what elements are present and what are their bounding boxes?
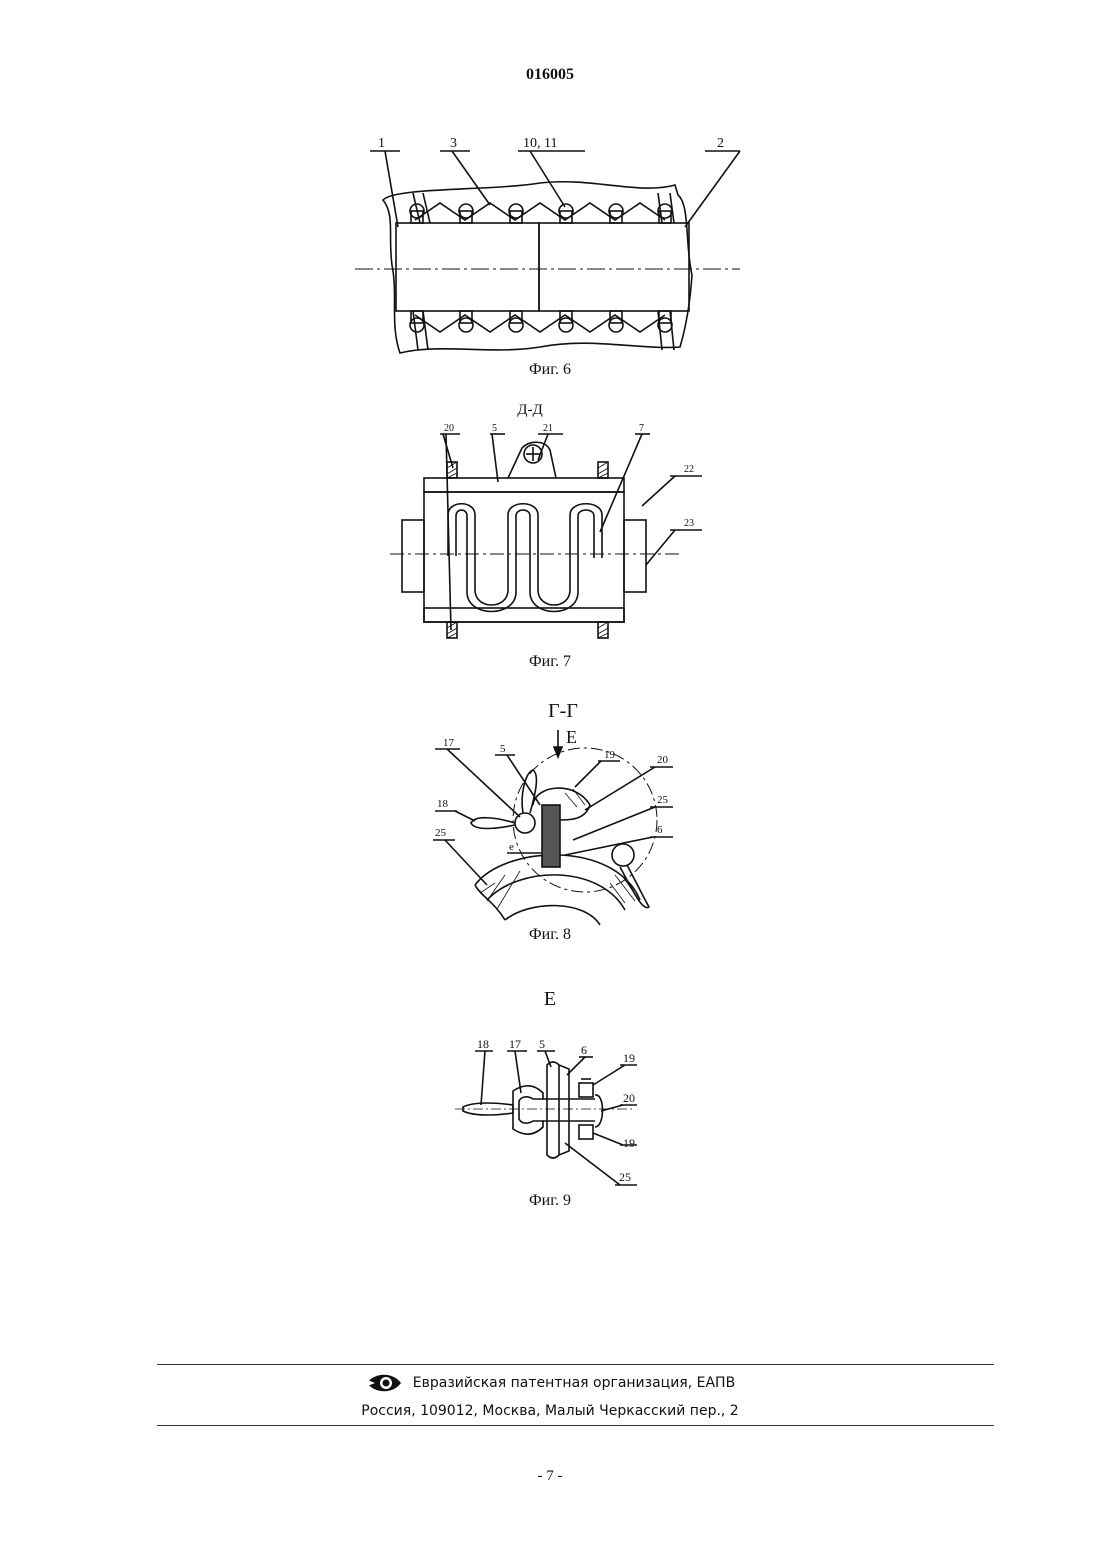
fig8-view-mark-e: Е: [566, 727, 577, 747]
fig8-label-25-left: 25: [435, 827, 447, 839]
fig9-label-18: 18: [477, 1037, 489, 1051]
fig8-label-20: 20: [657, 754, 669, 766]
fig6-label-2: 2: [717, 136, 724, 151]
fig7-label-22: 22: [684, 464, 694, 475]
footer-top-rule: [157, 1364, 994, 1365]
fig9-label-17: 17: [509, 1037, 521, 1051]
fig9-label-20: 20: [623, 1091, 635, 1105]
figure-7-drawing: 20 5 21 7 22 23: [380, 420, 700, 655]
fig6-label-3: 3: [450, 136, 457, 151]
fig9-label-5: 5: [539, 1037, 545, 1051]
fig8-label-5: 5: [500, 743, 506, 755]
figure-7-caption: Фиг. 7: [450, 653, 650, 671]
footer-bottom-rule: [157, 1425, 994, 1426]
figure-9-section-label: Е: [490, 988, 610, 1011]
footer-organization-line: Евразийская патентная организация, ЕАПВ: [0, 1373, 1100, 1393]
fig9-label-25: 25: [619, 1170, 631, 1184]
figure-8-caption: Фиг. 8: [450, 926, 650, 944]
fig7-label-20: 20: [444, 423, 454, 434]
eapo-eye-logo-icon: [365, 1373, 403, 1393]
fig8-label-e: е: [509, 841, 514, 853]
fig6-label-1: 1: [378, 136, 385, 151]
fig9-label-6: 6: [581, 1043, 587, 1057]
figure-9-caption: Фиг. 9: [450, 1192, 650, 1210]
figure-6-caption: Фиг. 6: [450, 361, 650, 379]
figure-8-section-label: Г-Г: [503, 700, 623, 723]
footer-organization: Евразийская патентная организация, ЕАПВ: [413, 1375, 735, 1391]
figure-6-drawing: 1 3 10, 11 2: [340, 125, 760, 365]
figure-9-drawing: 18 17 5 6 19 20 19 25: [455, 1035, 655, 1190]
page-number: - 7 -: [0, 1468, 1100, 1485]
fig7-label-5: 5: [492, 423, 497, 434]
fig8-label-6: 6: [657, 824, 663, 836]
fig8-label-18: 18: [437, 798, 449, 810]
fig8-label-25-right: 25: [657, 794, 669, 806]
fig8-label-19: 19: [604, 749, 616, 761]
fig7-label-7: 7: [639, 423, 644, 434]
fig6-label-10-11: 10, 11: [523, 136, 557, 151]
fig9-label-19-top: 19: [623, 1051, 635, 1065]
fig9-label-19-bottom: 19: [623, 1136, 635, 1150]
fig7-label-21: 21: [543, 423, 553, 434]
fig8-label-17: 17: [443, 737, 455, 749]
footer-address: Россия, 109012, Москва, Малый Черкасский…: [0, 1403, 1100, 1419]
document-number: 016005: [0, 66, 1100, 84]
figure-8-drawing: Е 17 5 19 20 18 25 25 6 е: [425, 725, 685, 930]
figure-7-section-label: Д-Д: [470, 402, 590, 419]
fig7-label-23: 23: [684, 518, 694, 529]
